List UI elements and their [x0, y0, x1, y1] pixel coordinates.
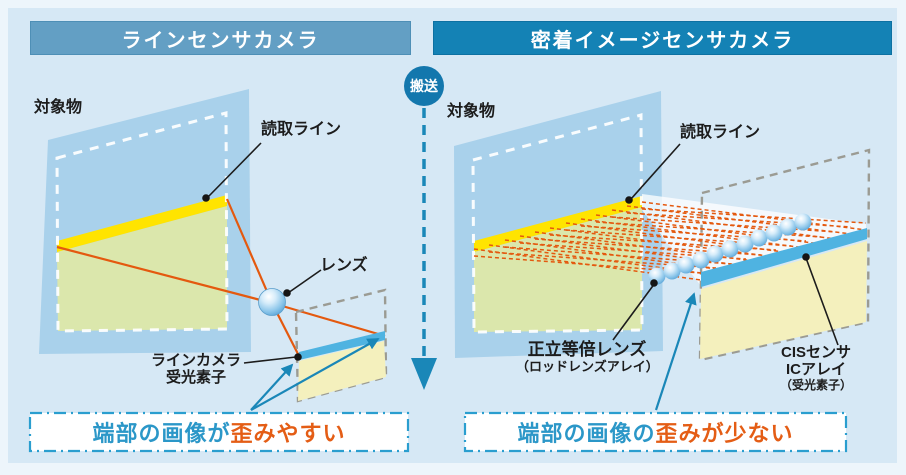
projected-image-area [700, 241, 867, 359]
cis-sensor-label-line1: CISセンサ [780, 344, 851, 361]
rod-lens-label-line2: （ロッドレンズアレイ） [516, 358, 659, 374]
cis-sensor-label: CISセンサ ICアレイ （受光素子） [766, 344, 866, 392]
cis-plane-outline [698, 148, 871, 362]
caption-box [463, 411, 848, 453]
pointer-line [243, 356, 297, 364]
conveyance-down-arrow-icon [411, 358, 437, 390]
object-label: 対象物 [34, 99, 83, 116]
projected-image-area [298, 341, 386, 401]
light-ray-bundle [473, 201, 867, 281]
pointer-dot [283, 289, 291, 297]
right-caption-highlight: 歪みが少ない [655, 421, 794, 446]
line-sensor-scene [28, 89, 410, 453]
line-sensor-strip [299, 331, 385, 360]
right-caption-normal: 端部の画像の [517, 421, 656, 446]
scan-region-outline [471, 113, 644, 334]
lens-label: レンズ [320, 257, 368, 274]
caption-box [28, 411, 410, 453]
left-caption-normal: 端部の画像が [92, 421, 231, 446]
line-camera-sensor-label-line1: ラインカメラ [150, 352, 241, 369]
pointer-dot [802, 253, 810, 261]
pointer-dot [294, 353, 302, 361]
conveyance-badge: 搬送 [404, 66, 444, 106]
pointer-dot [650, 279, 658, 287]
panel-title-line-sensor: ラインセンサカメラ [30, 21, 411, 55]
cis-sensor-label-line2: ICアレイ [785, 361, 846, 379]
reading-line-band [474, 196, 642, 252]
pointer-line [207, 142, 262, 198]
pointer-line [630, 143, 681, 200]
image-plane-outline [294, 288, 388, 403]
contact-image-sensor-scene [454, 91, 871, 453]
reading-line-band [57, 195, 227, 252]
conveyance-direction [411, 108, 437, 390]
object-label: 対象物 [447, 103, 496, 120]
distortion-arrow-icon [250, 363, 294, 411]
distortion-arrow-icon [250, 338, 380, 411]
conveyance-label: 搬送 [410, 78, 438, 94]
reading-line-label: 読取ライン [261, 121, 342, 138]
rod-lens-label-line1: 正立等倍レンズ [527, 340, 647, 359]
cis-sensor-label-line3: （受光素子） [779, 377, 852, 392]
line-camera-sensor-label: ラインカメラ 受光素子 [146, 352, 246, 387]
rod-lens-array [648, 213, 812, 285]
left-caption: 端部の画像が歪みやすい [30, 413, 408, 451]
line-camera-sensor-label-line2: 受光素子 [165, 369, 226, 387]
cis-sensor-strip [701, 228, 867, 287]
pointer-line [287, 269, 322, 294]
distortion-arrow-icon [654, 292, 697, 411]
panel-title-contact-image-sensor: 密着イメージセンサカメラ [433, 21, 892, 55]
pointer-line [805, 257, 839, 346]
scan-region-outline [55, 111, 229, 333]
rod-lens-label: 正立等倍レンズ （ロッドレンズアレイ） [516, 340, 659, 374]
pointer-dot [625, 196, 633, 204]
left-caption-highlight: 歪みやすい [230, 421, 346, 446]
pointer-dot [202, 194, 210, 202]
lens-sphere [258, 288, 286, 316]
right-caption: 端部の画像の歪みが少ない [465, 413, 846, 451]
pointer-line [612, 282, 656, 341]
reading-line-label: 読取ライン [680, 124, 761, 141]
